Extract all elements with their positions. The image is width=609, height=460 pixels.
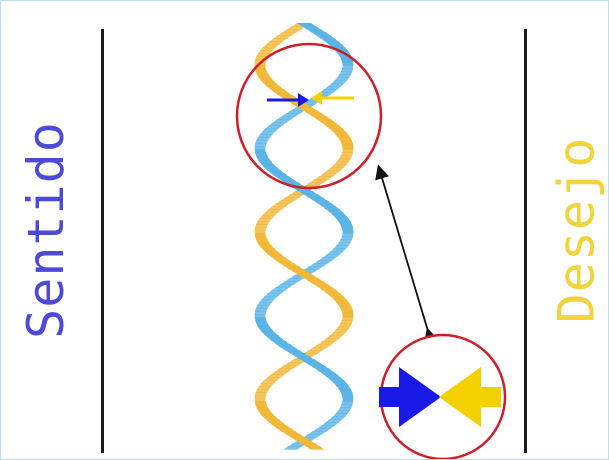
connector-double-arrow: [379, 168, 428, 331]
top-highlight-circle: [237, 44, 381, 188]
double-helix-icon: [255, 23, 354, 450]
helix-strand-blue: [283, 446, 302, 450]
